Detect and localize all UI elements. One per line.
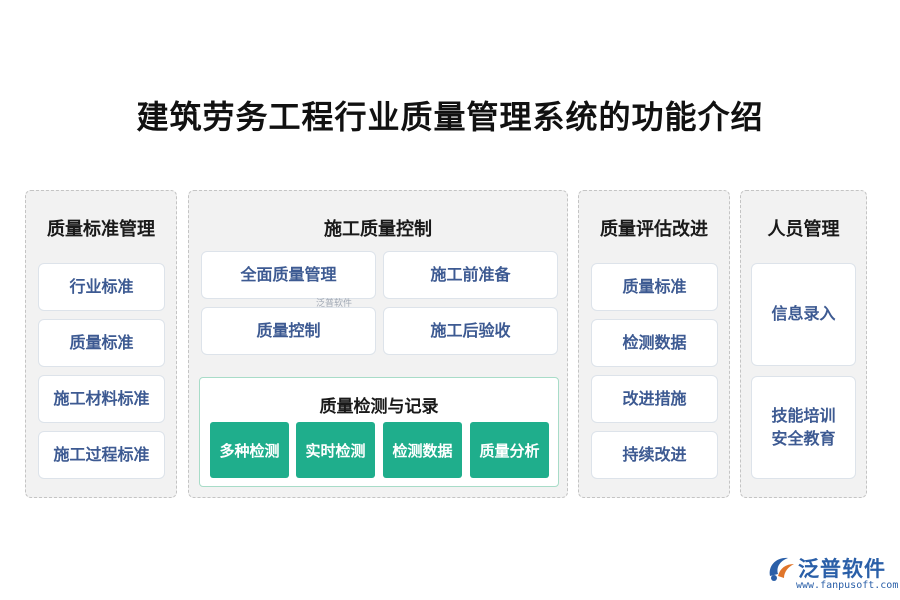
evaluation-item: 质量标准 (591, 263, 718, 311)
evaluation-item: 检测数据 (591, 319, 718, 367)
standards-item: 质量标准 (38, 319, 165, 367)
page-title: 建筑劳务工程行业质量管理系统的功能介绍 (136, 98, 764, 136)
evaluation-item: 改进措施 (591, 375, 718, 423)
control-item: 施工后验收 (383, 307, 558, 355)
panel-title: 质量标准管理 (47, 219, 155, 240)
panel-title: 施工质量控制 (324, 219, 432, 240)
inspection-item: 检测数据 (383, 422, 462, 478)
inspection-title: 质量检测与记录 (319, 397, 439, 417)
logo-name: 泛普软件 (798, 557, 886, 581)
inspection-item: 实时检测 (296, 422, 375, 478)
logo-url: www.fanpusoft.com (796, 580, 899, 591)
watermark-text: 泛普软件 (316, 299, 353, 309)
personnel-item: 信息录入 (751, 263, 856, 366)
evaluation-item: 持续改进 (591, 431, 718, 479)
panel-quality-evaluation: 质量评估改进 质量标准 检测数据 改进措施 持续改进 (578, 190, 730, 498)
panel-title: 人员管理 (767, 219, 840, 240)
control-item: 质量控制 (201, 307, 376, 355)
standards-item: 施工材料标准 (38, 375, 165, 423)
brand-logo: 泛普软件 www.fanpusoft.com (766, 552, 898, 592)
inspection-item: 多种检测 (210, 422, 289, 478)
personnel-item: 技能培训 安全教育 (751, 376, 856, 479)
fanpu-logo-icon (769, 557, 794, 581)
inspection-box: 质量检测与记录 多种检测 实时检测 检测数据 质量分析 (199, 377, 559, 487)
standards-item: 行业标准 (38, 263, 165, 311)
control-item: 全面质量管理 (201, 251, 376, 299)
panel-title: 质量评估改进 (600, 219, 708, 240)
standards-item: 施工过程标准 (38, 431, 165, 479)
control-item: 施工前准备 (383, 251, 558, 299)
panel-quality-standards: 质量标准管理 行业标准 质量标准 施工材料标准 施工过程标准 (25, 190, 177, 498)
panel-construction-control: 施工质量控制 全面质量管理 施工前准备 质量控制 施工后验收 质量检测与记录 多… (188, 190, 568, 498)
panel-personnel: 人员管理 信息录入 技能培训 安全教育 (740, 190, 867, 498)
inspection-item: 质量分析 (470, 422, 549, 478)
